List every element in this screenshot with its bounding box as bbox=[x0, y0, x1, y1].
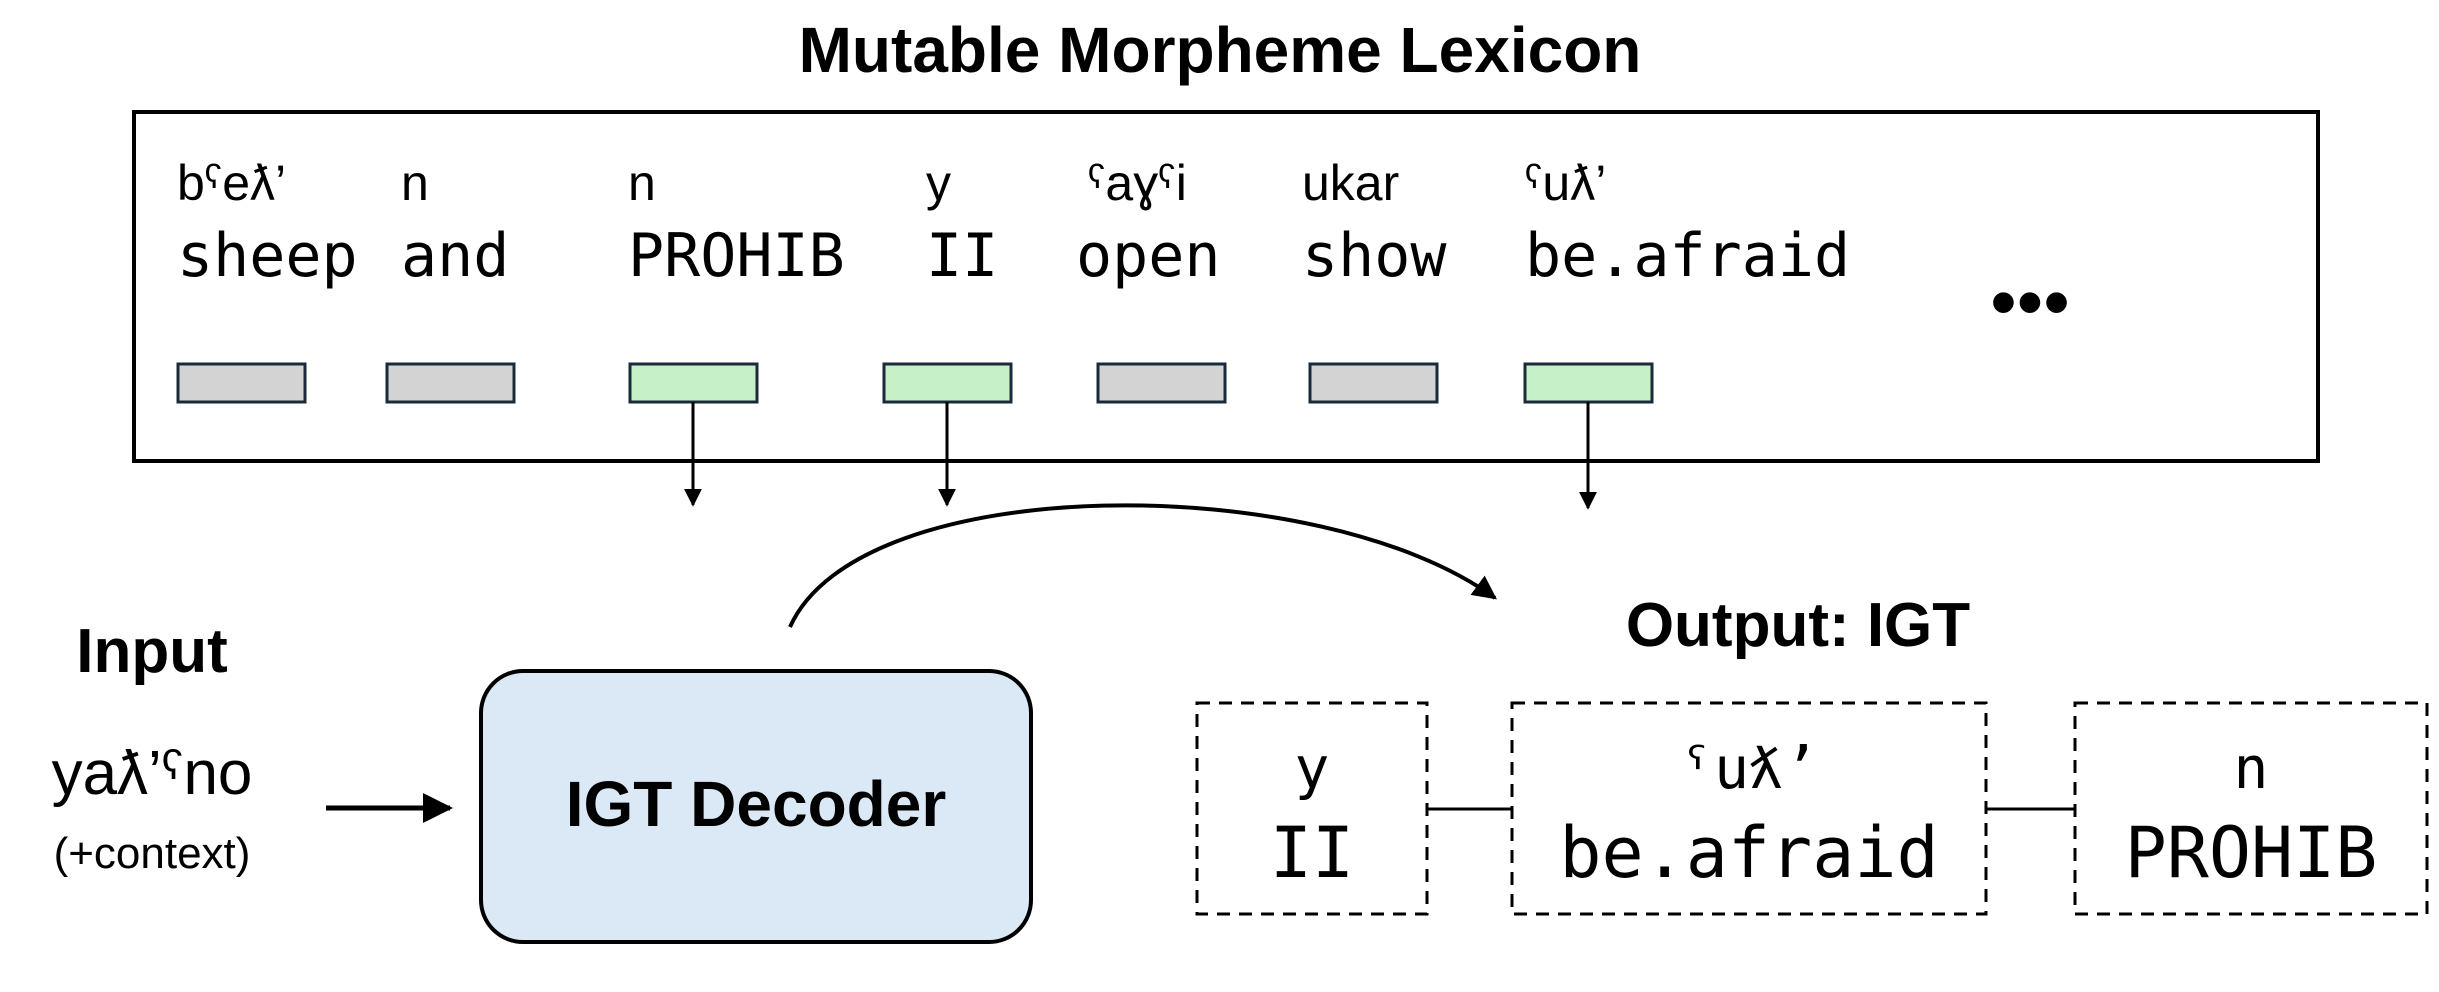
output-label: Output: IGT bbox=[1626, 591, 1970, 660]
lexicon-gloss: and bbox=[401, 221, 509, 291]
output-morpheme: y bbox=[1295, 734, 1330, 802]
lexicon-slot bbox=[1096, 362, 1227, 404]
lexicon-morpheme: ˤuƛ’ bbox=[1525, 155, 1606, 211]
igt-decoder-box bbox=[479, 669, 1033, 944]
lexicon-gloss: be.afraid bbox=[1525, 221, 1850, 291]
input-label: Input bbox=[76, 617, 228, 686]
lexicon-gloss: sheep bbox=[177, 221, 358, 291]
lexicon-entry: y II bbox=[882, 155, 1013, 404]
output-gloss: PROHIB bbox=[2125, 812, 2378, 894]
lexicon-gloss: PROHIB bbox=[628, 221, 845, 291]
lexicon-morpheme: bˤeƛ’ bbox=[177, 155, 286, 211]
lexicon-entry: ˤaɣˤi open bbox=[1076, 155, 1227, 404]
input-text: yaƛ’ˤno bbox=[52, 739, 253, 808]
lexicon-slot bbox=[1308, 362, 1439, 404]
lexicon-slot-selected bbox=[1523, 362, 1654, 404]
lexicon-gloss: show bbox=[1302, 221, 1447, 291]
lexicon-slot bbox=[176, 362, 307, 404]
decoder-output-arrow bbox=[788, 503, 1497, 628]
lexicon-morpheme: n bbox=[628, 155, 656, 211]
lexicon-ellipsis: ••• bbox=[1990, 260, 2070, 345]
lexicon-slot-selected bbox=[628, 362, 759, 404]
lexicon-entry: ˤuƛ’ be.afraid bbox=[1523, 155, 1850, 404]
lexicon-slot bbox=[385, 362, 516, 404]
lexicon-morpheme: n bbox=[401, 155, 429, 211]
output-morpheme: ˤuƛ’ bbox=[1679, 734, 1819, 802]
output-morpheme: n bbox=[2234, 734, 2269, 802]
output-gloss: II bbox=[1270, 812, 1354, 894]
lexicon-gloss: open bbox=[1076, 221, 1221, 291]
lexicon-frame bbox=[132, 110, 2320, 463]
diagram-title: Mutable Morpheme Lexicon bbox=[799, 14, 1642, 86]
lexicon-entry: ukar show bbox=[1302, 155, 1447, 404]
lexicon-morpheme: y bbox=[926, 155, 951, 211]
igt-decoder-label: IGT Decoder bbox=[566, 768, 947, 840]
lexicon-entry: n PROHIB bbox=[628, 155, 845, 404]
lexicon-gloss: II bbox=[926, 221, 998, 291]
lexicon-morpheme: ukar bbox=[1302, 155, 1399, 211]
lexicon-slot-selected bbox=[882, 362, 1013, 404]
output-item-box bbox=[2073, 701, 2429, 916]
lexicon-entry: bˤeƛ’ sheep bbox=[176, 155, 358, 404]
input-context: (+context) bbox=[54, 829, 251, 878]
lexicon-morpheme: ˤaɣˤi bbox=[1088, 155, 1187, 211]
output-gloss: be.afraid bbox=[1559, 812, 1938, 894]
lexicon-entry: n and bbox=[385, 155, 516, 404]
